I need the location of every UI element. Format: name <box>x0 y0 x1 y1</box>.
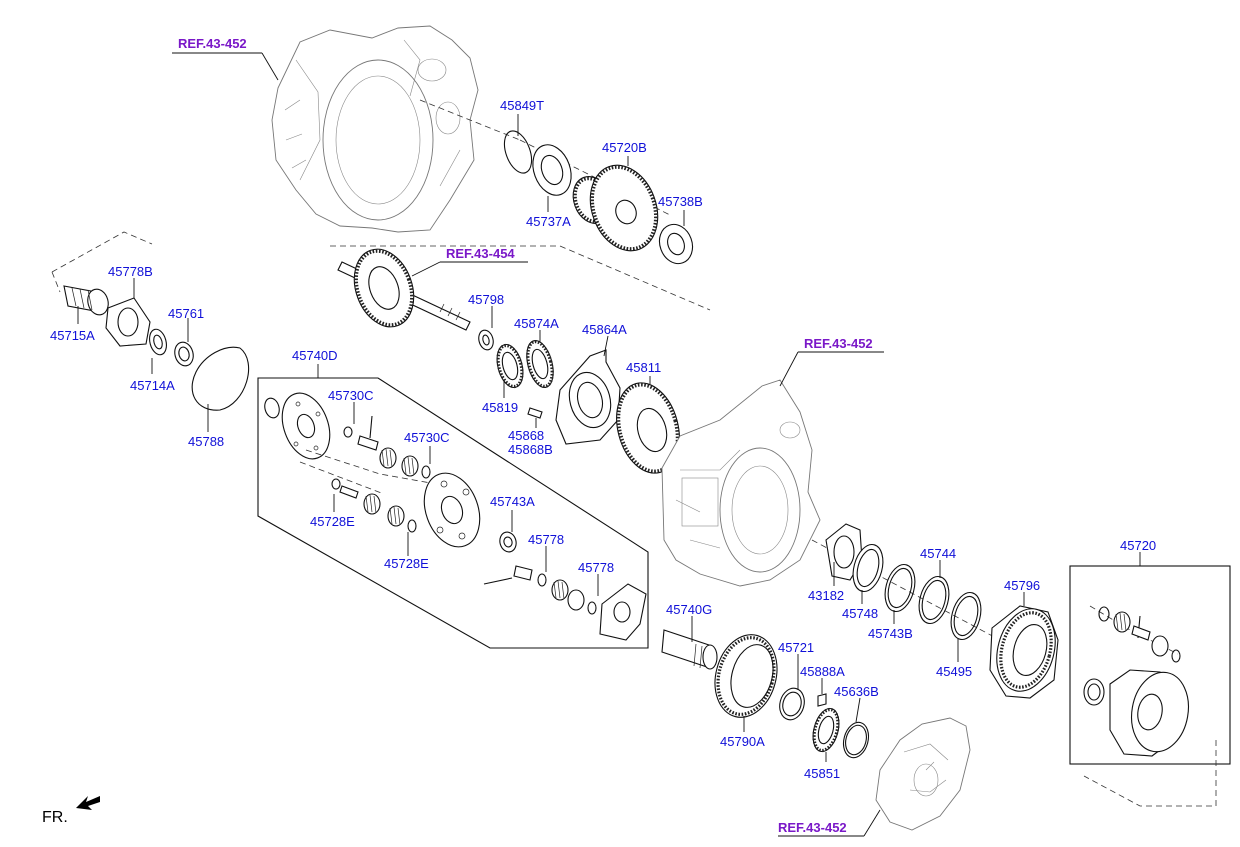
label-45790A[interactable]: 45790A <box>720 734 765 749</box>
bearing-45715A[interactable] <box>63 285 111 317</box>
ring-45748[interactable] <box>848 541 887 595</box>
pinion-parts-lower[interactable] <box>331 478 417 533</box>
snap-ring-45849T[interactable] <box>499 127 537 177</box>
front-direction-label: FR. <box>42 809 68 826</box>
ring-45721[interactable] <box>776 685 807 722</box>
label-45721[interactable]: 45721 <box>778 640 814 655</box>
snap-ring-45636B[interactable] <box>840 720 872 761</box>
label-45798[interactable]: 45798 <box>468 292 504 307</box>
ring-45495[interactable] <box>946 589 985 643</box>
gear-ring-45819[interactable] <box>493 342 528 391</box>
label-45744[interactable]: 45744 <box>920 546 956 561</box>
label-45714A[interactable]: 45714A <box>130 378 175 393</box>
label-45778-1[interactable]: 45778 <box>528 532 564 547</box>
ring-45744[interactable] <box>914 573 953 627</box>
label-43182[interactable]: 43182 <box>808 588 844 603</box>
bearing-45738B[interactable] <box>654 220 698 269</box>
label-45868[interactable]: 45868 <box>508 428 544 443</box>
label-45720B[interactable]: 45720B <box>602 140 647 155</box>
clutch-drum-45796[interactable] <box>988 602 1064 699</box>
label-45819[interactable]: 45819 <box>482 400 518 415</box>
label-45740G[interactable]: 45740G <box>666 602 712 617</box>
bolt-45868[interactable] <box>527 407 543 419</box>
label-45788[interactable]: 45788 <box>188 434 224 449</box>
carrier-parts-rear[interactable] <box>483 565 647 641</box>
transfer-drive-gear-45720B[interactable] <box>567 156 669 261</box>
label-45636B[interactable]: 45636B <box>834 684 879 699</box>
snap-ring-45788[interactable] <box>191 346 250 411</box>
carrier-plate-front[interactable] <box>263 387 339 466</box>
ref-top-label[interactable]: REF.43-452 <box>178 36 247 51</box>
label-45495[interactable]: 45495 <box>936 664 972 679</box>
label-45730C-1[interactable]: 45730C <box>328 388 374 403</box>
ref-shaft-label[interactable]: REF.43-454 <box>446 246 515 261</box>
label-45888A[interactable]: 45888A <box>800 664 845 679</box>
label-45730C-2[interactable]: 45730C <box>404 430 450 445</box>
bearing-45737A[interactable] <box>526 139 578 200</box>
front-direction-arrow-icon <box>76 796 100 810</box>
label-45761[interactable]: 45761 <box>168 306 204 321</box>
retainer-45778B[interactable] <box>105 297 151 347</box>
washer-45743A[interactable] <box>498 530 519 553</box>
transaxle-case-mid[interactable] <box>661 379 821 587</box>
thrust-bearing-45851[interactable] <box>809 706 844 755</box>
label-45811[interactable]: 45811 <box>626 360 661 375</box>
shaft-45740G[interactable] <box>661 629 718 670</box>
label-45740D[interactable]: 45740D <box>292 348 338 363</box>
washer-45714A[interactable] <box>147 327 169 356</box>
label-45728E-1[interactable]: 45728E <box>310 514 355 529</box>
final-gear-45811[interactable] <box>607 376 689 480</box>
label-45743B[interactable]: 45743B <box>868 626 913 641</box>
bearing-retainer-45864A[interactable] <box>555 349 621 445</box>
ring-45761[interactable] <box>172 340 196 368</box>
carrier-assembly-box-45740D <box>257 377 649 649</box>
transaxle-housing-top[interactable] <box>271 25 479 233</box>
ring-gear-45790A[interactable] <box>706 628 786 725</box>
differential-parts[interactable] <box>1083 606 1195 757</box>
label-45715A[interactable]: 45715A <box>50 328 95 343</box>
label-45743A[interactable]: 45743A <box>490 494 535 509</box>
label-45737A[interactable]: 45737A <box>526 214 571 229</box>
label-45796[interactable]: 45796 <box>1004 578 1040 593</box>
washer-45798[interactable] <box>477 329 496 352</box>
label-45849T[interactable]: 45849T <box>500 98 544 113</box>
label-45748[interactable]: 45748 <box>842 606 878 621</box>
label-45720[interactable]: 45720 <box>1120 538 1156 553</box>
rear-cover-bottom[interactable] <box>875 717 971 831</box>
label-45738B[interactable]: 45738B <box>658 194 703 209</box>
ring-45743B[interactable] <box>880 561 919 615</box>
pin-45888A[interactable] <box>817 693 827 707</box>
gear-ring-45874A[interactable] <box>522 338 558 391</box>
label-45851[interactable]: 45851 <box>804 766 840 781</box>
label-45868B[interactable]: 45868B <box>508 442 553 457</box>
label-45778B[interactable]: 45778B <box>108 264 153 279</box>
carrier-body[interactable] <box>415 465 490 554</box>
label-45874A[interactable]: 45874A <box>514 316 559 331</box>
label-45778-2[interactable]: 45778 <box>578 560 614 575</box>
label-45728E-2[interactable]: 45728E <box>384 556 429 571</box>
shaft-assembly-ref-43-454[interactable] <box>337 241 471 335</box>
pinion-parts-upper[interactable] <box>343 415 431 479</box>
ref-bottom-label[interactable]: REF.43-452 <box>778 820 847 835</box>
ref-mid-label[interactable]: REF.43-452 <box>804 336 873 351</box>
differential-assembly-box-45720 <box>1069 565 1231 765</box>
label-45864A[interactable]: 45864A <box>582 322 627 337</box>
